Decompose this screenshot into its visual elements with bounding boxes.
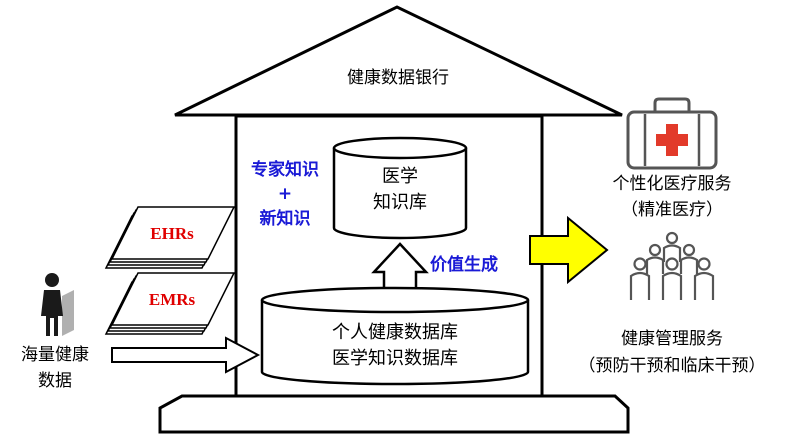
medical-kit-icon	[626, 97, 718, 170]
ehrs-document-stack	[104, 206, 236, 269]
input-label-line2: 数据	[38, 371, 72, 391]
personalized-service-line1: 个性化医疗服务	[612, 174, 732, 194]
input-arrow	[111, 336, 261, 374]
input-label-line1: 海量健康	[21, 345, 89, 365]
expert-knowledge-line1: 专家知识	[251, 160, 319, 180]
personal-db-cylinder	[260, 286, 530, 386]
personal-db-line2: 医学知识数据库	[332, 348, 458, 369]
value-generation-label: 价值生成	[430, 255, 498, 275]
ehrs-label: EHRs	[150, 224, 194, 243]
personal-db-line1: 个人健康数据库	[332, 322, 458, 343]
people-group-icon	[629, 231, 715, 300]
bank-title: 健康数据银行	[347, 68, 449, 88]
knowledge-db-line2: 知识库	[373, 192, 427, 213]
expert-knowledge-plus: +	[277, 184, 293, 204]
emrs-document-stack	[104, 272, 236, 335]
roof	[174, 5, 623, 117]
health-management-line1: 健康管理服务	[621, 329, 723, 349]
building-base	[158, 394, 630, 434]
personalized-service-line2: （精准医疗）	[621, 200, 723, 220]
knowledge-db-cylinder	[332, 136, 468, 240]
knowledge-db-line1: 医学	[382, 166, 418, 187]
person-silhouette-icon	[41, 273, 74, 336]
health-management-line2: （预防干预和临床干预）	[578, 356, 766, 376]
output-arrow	[529, 215, 609, 285]
emrs-label: EMRs	[148, 290, 196, 309]
expert-knowledge-line2: 新知识	[259, 209, 311, 229]
